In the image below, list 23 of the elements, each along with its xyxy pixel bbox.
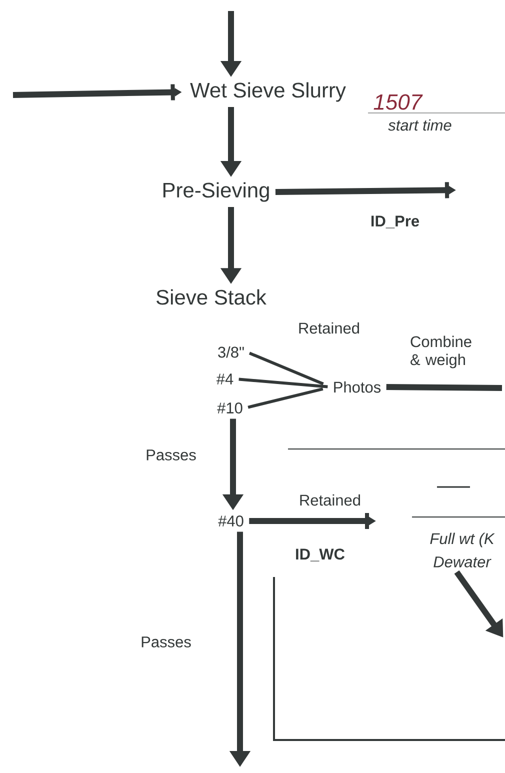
- step-label: Dewater: [434, 556, 492, 568]
- step-label: #10: [217, 402, 242, 414]
- step-label: Sieve Stack: [156, 289, 266, 305]
- step-label: Pre-Sieving: [163, 182, 269, 202]
- connector-line: [248, 387, 324, 409]
- note-label: Full wt (K: [430, 532, 495, 548]
- connector-line: [248, 352, 324, 386]
- connector-line: [238, 378, 328, 388]
- step-label: Photos: [334, 381, 381, 393]
- step-label: #40: [218, 516, 244, 526]
- edge-label: ID_Pre: [371, 216, 420, 228]
- edge-label: Retained: [300, 494, 360, 506]
- step-label: 3/8": [218, 346, 244, 358]
- step-label: Wet Sieve Slurry: [190, 82, 346, 102]
- edge-label: Combine & weigh: [410, 336, 472, 368]
- connector-line: [386, 384, 502, 391]
- note-label: ID_WC: [296, 548, 345, 562]
- edge-label: Passes: [142, 636, 191, 648]
- field-caption: start time: [388, 119, 452, 131]
- note-label: Retained: [299, 322, 359, 334]
- handwritten-time: 1507: [374, 94, 423, 110]
- step-label: #4: [216, 374, 234, 384]
- edge-label: Passes: [146, 450, 196, 460]
